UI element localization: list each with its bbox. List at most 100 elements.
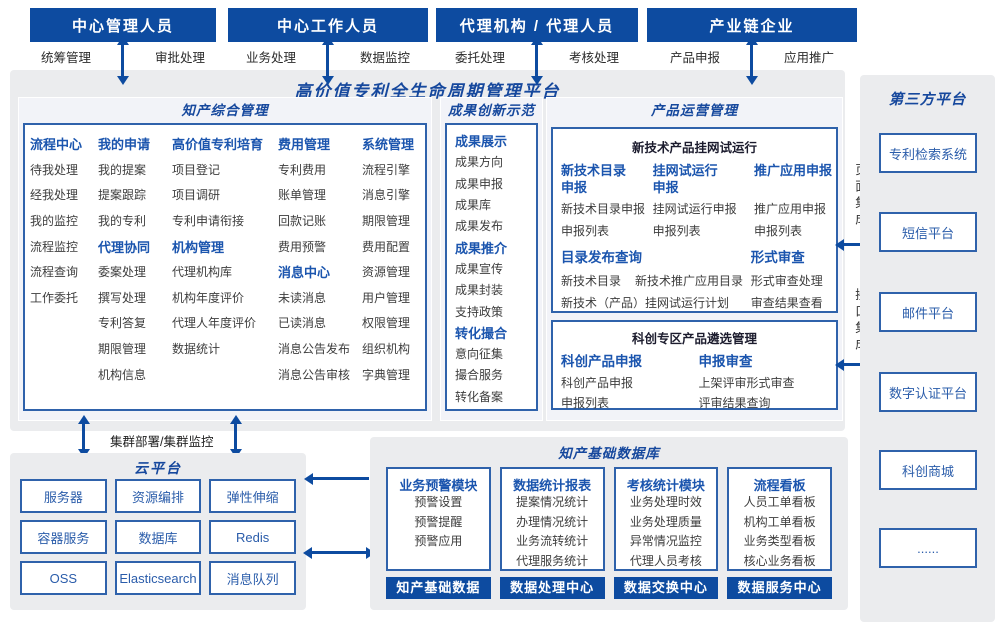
footer-bar: 数据交换中心 — [613, 577, 719, 599]
actor-roles: 统筹管理 审批处理 — [30, 47, 216, 66]
cloud-box: 服务器 — [20, 479, 107, 513]
section-title: 知产综合管理 — [181, 103, 269, 118]
trial-bottom-row: 目录发布查询 新技术目录 新技术推广应用目录 新技术（产品）挂网试运行计划 形式… — [553, 246, 836, 314]
column-apply-review: 申报审查 上架评审形式审查 评审结果查询 — [699, 351, 837, 413]
menu-item: 业务处理质量 — [629, 514, 702, 529]
menu-item: 流程引擎 — [362, 162, 411, 177]
menu-item: 新技术目录申报 — [561, 202, 646, 216]
group-header: 科创产品申报 — [561, 354, 642, 369]
module-box: 考核统计模块 业务处理时效 业务处理质量 异常情况监控 代理人员考核 — [613, 467, 719, 571]
menu-item: 形式审查处理 — [750, 274, 823, 288]
menu-item: 费用配置 — [362, 239, 411, 254]
menu-item: 预警设置 — [414, 495, 463, 509]
menu-item: 未读消息 — [278, 290, 327, 305]
menu-item: 消息引擎 — [362, 188, 411, 203]
section-achievement: 成果创新示范 成果展示 成果方向 成果申报 成果库 成果发布 成果推介 成果宣传… — [440, 97, 543, 421]
double-arrow-icon — [326, 45, 329, 76]
menu-item: 成果申报 — [455, 176, 504, 191]
module-box: 业务预警模块 预警设置 预警提醒 预警应用 — [386, 467, 491, 571]
group-header: 目录发布查询 — [561, 250, 642, 265]
group-header: 挂网试运行申报 — [652, 163, 718, 195]
group-header: 流程中心 — [30, 137, 83, 153]
menu-item: 项目调研 — [172, 188, 221, 203]
menu-item: 账单管理 — [278, 188, 327, 203]
menu-item: 机构年度评价 — [172, 290, 245, 305]
actor-role-right: 审批处理 — [155, 51, 206, 65]
menu-item: 流程监控 — [30, 239, 79, 254]
menu-item: 我的监控 — [30, 214, 79, 229]
module-box: 数据统计报表 提案情况统计 办理情况统计 业务流转统计 代理服务统计 — [499, 467, 605, 571]
footer-bar: 数据服务中心 — [727, 577, 832, 599]
double-arrow-icon — [234, 424, 237, 449]
menu-item: 申报列表 — [561, 224, 610, 238]
actor-role-left: 委托处理 — [454, 51, 505, 65]
cloud-title: 云平台 — [134, 460, 182, 476]
menu-item: 成果库 — [455, 198, 492, 213]
actor-roles: 业务处理 数据监控 — [228, 47, 428, 66]
achievement-box: 成果展示 成果方向 成果申报 成果库 成果发布 成果推介 成果宣传 成果封装 支… — [445, 123, 538, 411]
menu-item: 撮合服务 — [455, 368, 504, 383]
cloud-panel: 云平台 服务器 资源编排 弹性伸缩 容器服务 数据库 Redis OSS Ela… — [10, 453, 306, 610]
third-party-box: 短信平台 — [879, 212, 977, 252]
cloud-grid: 服务器 资源编排 弹性伸缩 容器服务 数据库 Redis OSS Elastic… — [10, 477, 306, 595]
menu-item: 回款记账 — [278, 214, 327, 229]
group-header: 新技术目录申报 — [561, 163, 627, 195]
double-arrow-icon — [844, 363, 874, 366]
group-header: 流程看板 — [753, 478, 806, 493]
menu-item: 专利答复 — [98, 316, 147, 331]
group-header: 业务预警模块 — [399, 478, 478, 493]
column-system-management: 系统管理 流程引擎 消息引擎 期限管理 费用配置 资源管理 用户管理 权限管理 … — [362, 131, 424, 409]
menu-item: 代理人员考核 — [629, 553, 702, 568]
menu-item: 业务处理时效 — [629, 495, 702, 509]
third-party-box: 数字认证平台 — [879, 372, 977, 412]
menu-item: 异常情况监控 — [629, 534, 702, 548]
menu-item: 提案情况统计 — [516, 495, 589, 509]
catalog-query-row: 新技术目录 新技术推广应用目录 — [561, 270, 747, 292]
menu-item: 成果发布 — [455, 219, 504, 234]
menu-item: 委案处理 — [98, 265, 147, 280]
column-patent-cultivation: 高价值专利培育 项目登记 项目调研 专利申请衔接 机构管理 代理机构库 机构年度… — [172, 131, 278, 409]
new-tech-trial-box: 新技术产品挂网试运行 新技术目录申报 新技术目录申报 申报列表 挂网试运行申报 … — [551, 127, 838, 313]
subbox-title: 新技术产品挂网试运行 — [631, 141, 757, 155]
actor-center-staff: 中心工作人员 业务处理 数据监控 — [228, 8, 428, 76]
column-formal-review: 形式审查 形式审查处理 审查结果查看 — [751, 246, 836, 314]
double-arrow-icon — [82, 424, 85, 449]
cluster-label: 集群部署/集群监控 — [110, 435, 214, 449]
trial-columns: 新技术目录申报 新技术目录申报 申报列表 挂网试运行申报 挂网试运行申报 申报列… — [553, 162, 836, 242]
menu-item: 专利费用 — [278, 162, 327, 177]
actor-roles: 委托处理 考核处理 — [436, 47, 638, 66]
section-title: 产品运营管理 — [651, 103, 738, 118]
menu-item: 项目登记 — [172, 162, 221, 177]
selection-columns: 科创产品申报 科创产品申报 申报列表 申报审查 上架评审形式审查 评审结果查询 — [553, 351, 836, 413]
menu-item: 预警应用 — [414, 534, 463, 548]
menu-item: 权限管理 — [362, 316, 411, 331]
actor-role-right: 考核处理 — [569, 51, 620, 65]
menu-item: 机构工单看板 — [743, 514, 816, 529]
footer-bar: 数据处理中心 — [499, 577, 605, 599]
menu-item: 字典管理 — [362, 367, 411, 382]
menu-item: 经我处理 — [30, 188, 79, 203]
third-party-box: 科创商城 — [879, 450, 977, 490]
menu-item: 支持政策 — [455, 304, 504, 319]
menu-item: 期限管理 — [98, 342, 147, 357]
group-header: 数据统计报表 — [513, 478, 592, 493]
group-header: 申报审查 — [698, 354, 753, 369]
cloud-box: Elasticsearch — [114, 561, 202, 595]
menu-item: 数据统计 — [172, 342, 221, 357]
column-sci-product-apply: 科创产品申报 科创产品申报 申报列表 — [561, 351, 699, 413]
platform-title: 高价值专利全生命周期管理平台 — [294, 82, 561, 101]
section-product-ops: 产品运营管理 新技术产品挂网试运行 新技术目录申报 新技术目录申报 申报列表 挂… — [546, 97, 843, 421]
column-promo-application: 推广应用申报 推广应用申报 申报列表 — [754, 162, 836, 242]
actor-role-left: 统筹管理 — [40, 51, 91, 65]
group-header: 机构管理 — [172, 239, 225, 255]
menu-item: 组织机构 — [362, 342, 411, 357]
actor-role-right: 应用推广 — [784, 51, 835, 65]
menu-item: 转化备案 — [455, 389, 504, 404]
menu-item: 费用预警 — [278, 239, 327, 254]
menu-item: 代理机构库 — [172, 265, 233, 280]
menu-item: 办理情况统计 — [516, 514, 589, 529]
group-header: 考核统计模块 — [626, 478, 705, 493]
database-title: 知产基础数据库 — [558, 446, 660, 461]
menu-item: 代理人年度评价 — [172, 316, 257, 331]
